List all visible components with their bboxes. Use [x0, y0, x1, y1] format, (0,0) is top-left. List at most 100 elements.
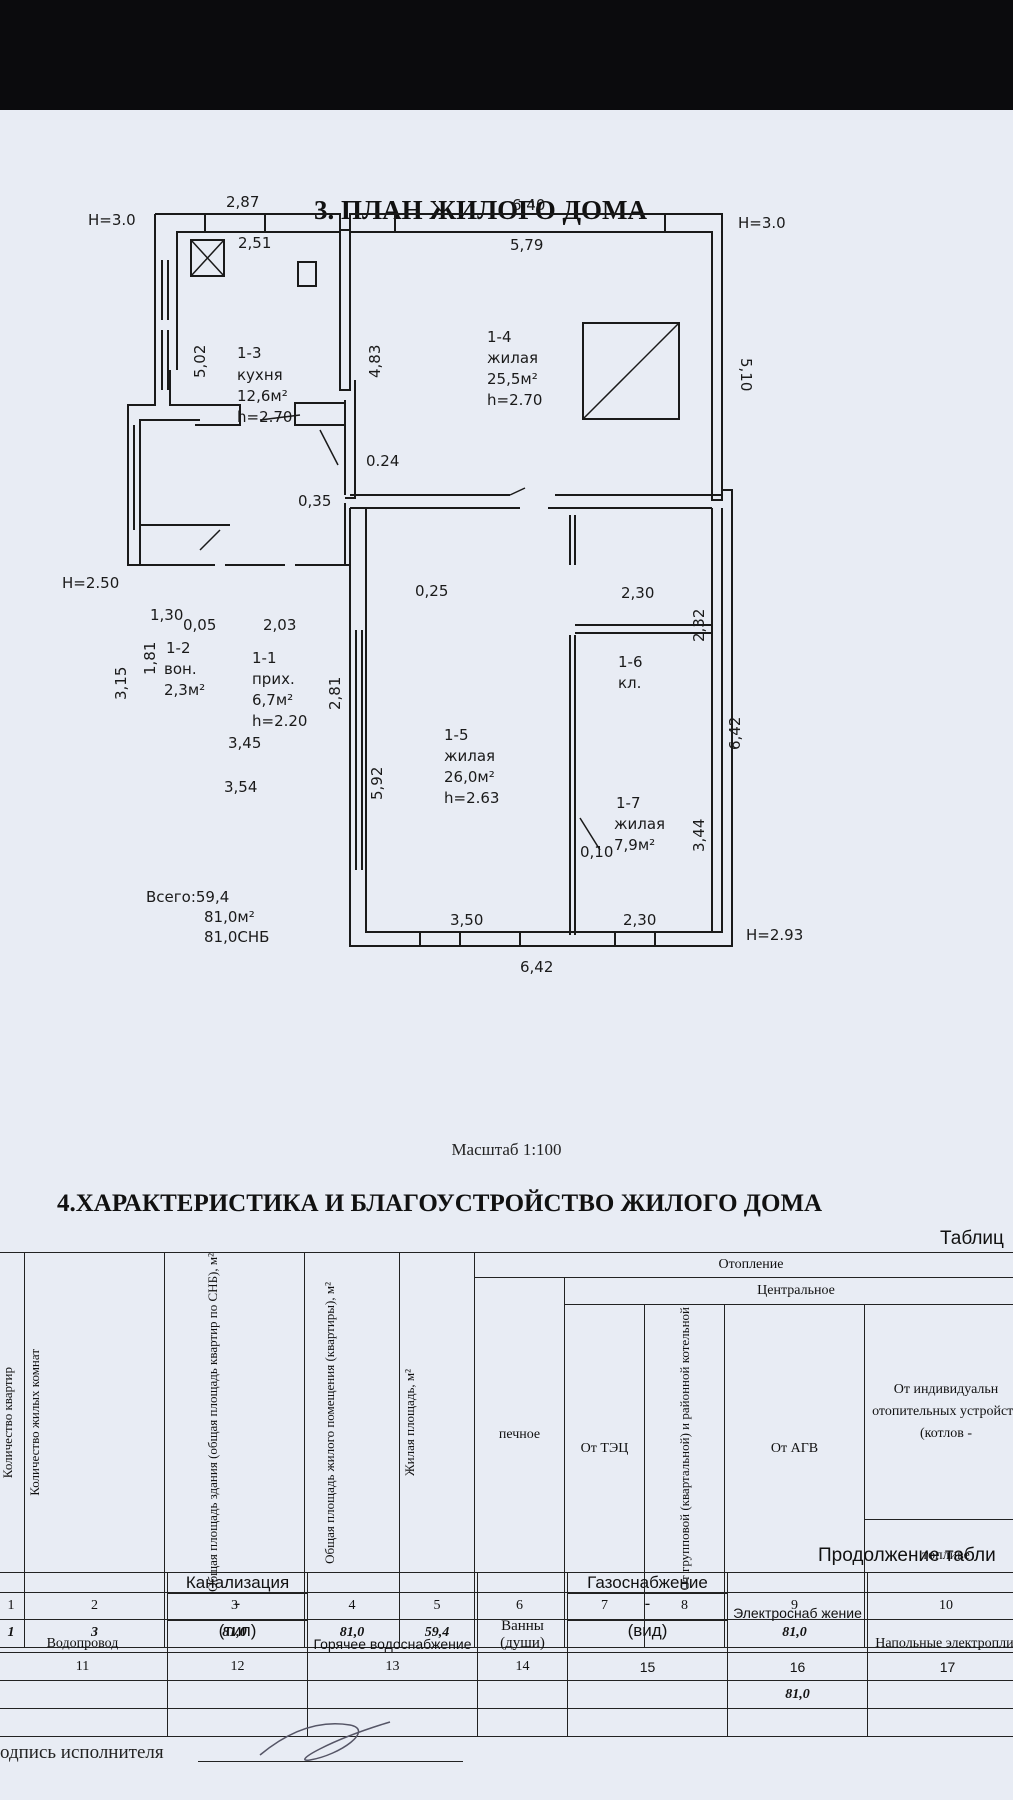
num-11: 11	[0, 1652, 168, 1681]
section3-title: 3. ПЛАН ЖИЛОГО ДОМА	[314, 195, 648, 225]
room-1-6-number: 1-6	[618, 653, 643, 671]
dim-510: 5,10	[737, 358, 755, 391]
central-header: Центральное	[563, 1276, 1013, 1306]
room-1-7-number: 1-7	[616, 794, 641, 812]
num-17: 17	[867, 1652, 1013, 1681]
dim-230-top: 2,30	[621, 584, 654, 602]
room-1-5-height: h=2.63	[444, 789, 499, 807]
room-1-1-label: 1-1 прих. 6,7м² h=2.20	[252, 649, 307, 730]
col-header-2: Количество жилых комнат	[24, 1252, 165, 1593]
room-1-4-label: 1-4 жилая 25,5м² h=2.70	[487, 328, 542, 409]
height-right-top: H=3.0	[738, 214, 786, 232]
dim-640: 6,40	[512, 196, 545, 214]
dim-281: 2,81	[326, 677, 344, 710]
col-header-15: Газоснабжение - (вид)	[567, 1572, 728, 1653]
room-1-4-number: 1-4	[487, 328, 512, 346]
num-13: 13	[307, 1652, 478, 1681]
col-header-3: Общая площадь здания (общая площадь квар…	[164, 1252, 305, 1593]
dim-642-bottom: 6,42	[520, 958, 553, 976]
col-header-16: Электроснаб жение	[727, 1572, 868, 1653]
dim-232: 2,32	[690, 609, 708, 642]
room-1-5-type: жилая	[444, 747, 495, 765]
dim-579: 5,79	[510, 236, 543, 254]
col-header-8: От групповой (квартальной) и районной ко…	[644, 1304, 725, 1593]
val-13	[307, 1680, 478, 1709]
height-right-bottom: H=2.93	[746, 926, 803, 944]
room-1-5-area: 26,0м²	[444, 768, 495, 786]
document-page: 3. ПЛАН ЖИЛОГО ДОМА	[0, 110, 1013, 1800]
dim-483: 4,83	[366, 345, 384, 378]
col-header-14: Ванны (души)	[477, 1572, 568, 1653]
floor-plan: H=3.0 H=3.0 H=2.50 H=2.93 2,87 6,40 2,51…	[62, 193, 803, 976]
room-1-4-height: h=2.70	[487, 391, 542, 409]
dim-181: 1,81	[141, 642, 159, 675]
room-1-4-type: жилая	[487, 349, 538, 367]
table-tag: Таблиц	[940, 1228, 1004, 1249]
total-area-snb: 81,0СНБ	[204, 928, 269, 946]
dim-010: 0,10	[580, 843, 613, 861]
signature-label: одпись исполнителя	[0, 1742, 164, 1763]
section4-title: 4.ХАРАКТЕРИСТИКА И БЛАГОУСТРОЙСТВО ЖИЛОГ…	[57, 1190, 823, 1217]
col-header-1: Количество квартир	[0, 1252, 25, 1593]
dim-024: 0.24	[366, 452, 399, 470]
total-area: 81,0м²	[204, 908, 255, 926]
col-header-11: Водопровод	[0, 1572, 168, 1653]
col-header-17: Напольные электроплит	[867, 1572, 1013, 1653]
room-1-7-area: 7,9м²	[614, 836, 655, 854]
num-12: 12	[167, 1652, 308, 1681]
room-1-1-number: 1-1	[252, 649, 277, 667]
heating-header: Отопление	[473, 1252, 1013, 1278]
dim-344: 3,44	[690, 819, 708, 852]
col-header-13: Горячее водоснабжение	[307, 1572, 478, 1653]
dim-354: 3,54	[224, 778, 257, 796]
room-1-3-number: 1-3	[237, 344, 262, 362]
col-header-6: печное	[474, 1277, 565, 1593]
room-1-3-area: 12,6м²	[237, 387, 288, 405]
room-1-3-type: кухня	[237, 366, 283, 384]
num-16: 16	[727, 1652, 868, 1681]
num-14: 14	[477, 1652, 568, 1681]
room-1-2-number: 1-2	[166, 639, 191, 657]
signature-scribble	[259, 1721, 391, 1761]
dim-005: 0,05	[183, 616, 216, 634]
room-1-7-label: 1-7 жилая 7,9м²	[614, 794, 665, 854]
room-1-1-type: прих.	[252, 670, 295, 688]
col-header-7: От ТЭЦ	[564, 1304, 645, 1593]
dim-350: 3,50	[450, 911, 483, 929]
room-1-2-label: 1-2 вон. 2,3м²	[164, 639, 205, 699]
dim-642-right: 6,42	[726, 717, 744, 750]
continuation-label: Продолжение табли	[818, 1545, 996, 1566]
val-16: 81,0	[727, 1680, 868, 1709]
height-left-top: H=3.0	[88, 211, 136, 229]
room-1-3-label: 1-3 кухня 12,6м² h=2.70	[237, 344, 292, 426]
col-header-4: Общая площадь жилого помещения (квартиры…	[304, 1252, 400, 1593]
val-17	[867, 1680, 1013, 1709]
dim-251: 2,51	[238, 234, 271, 252]
col-header-12: Канализация - (тип)	[167, 1572, 308, 1653]
room-1-2-area: 2,3м²	[164, 681, 205, 699]
dim-035: 0,35	[298, 492, 331, 510]
val-11	[0, 1680, 168, 1709]
dim-130: 1,30	[150, 606, 183, 624]
dim-230-bottom: 2,30	[623, 911, 656, 929]
val-15	[567, 1680, 728, 1709]
room-1-3-height: h=2.70	[237, 408, 292, 426]
dim-345: 3,45	[228, 734, 261, 752]
room-1-7-type: жилая	[614, 815, 665, 833]
room-1-6-label: 1-6 кл.	[618, 653, 643, 692]
signature-line	[198, 1761, 463, 1762]
height-left-bottom: H=2.50	[62, 574, 119, 592]
col-header-5: Жилая площадь, м²	[399, 1252, 475, 1593]
room-1-6-type: кл.	[618, 674, 641, 692]
room-1-4-area: 25,5м²	[487, 370, 538, 388]
dim-315: 3,15	[112, 667, 130, 700]
val-12	[167, 1680, 308, 1709]
col-header-9: От АГВ	[724, 1304, 865, 1593]
scale-label: Масштаб 1:100	[451, 1140, 562, 1159]
continuation-table: Водопровод Канализация - (тип) Горячее в…	[0, 1572, 1013, 1737]
total-living: Всего:59,4	[146, 888, 229, 906]
num-15: 15	[567, 1652, 728, 1681]
dim-203: 2,03	[263, 616, 296, 634]
room-1-5-label: 1-5 жилая 26,0м² h=2.63	[444, 726, 499, 807]
room-1-5-number: 1-5	[444, 726, 469, 744]
